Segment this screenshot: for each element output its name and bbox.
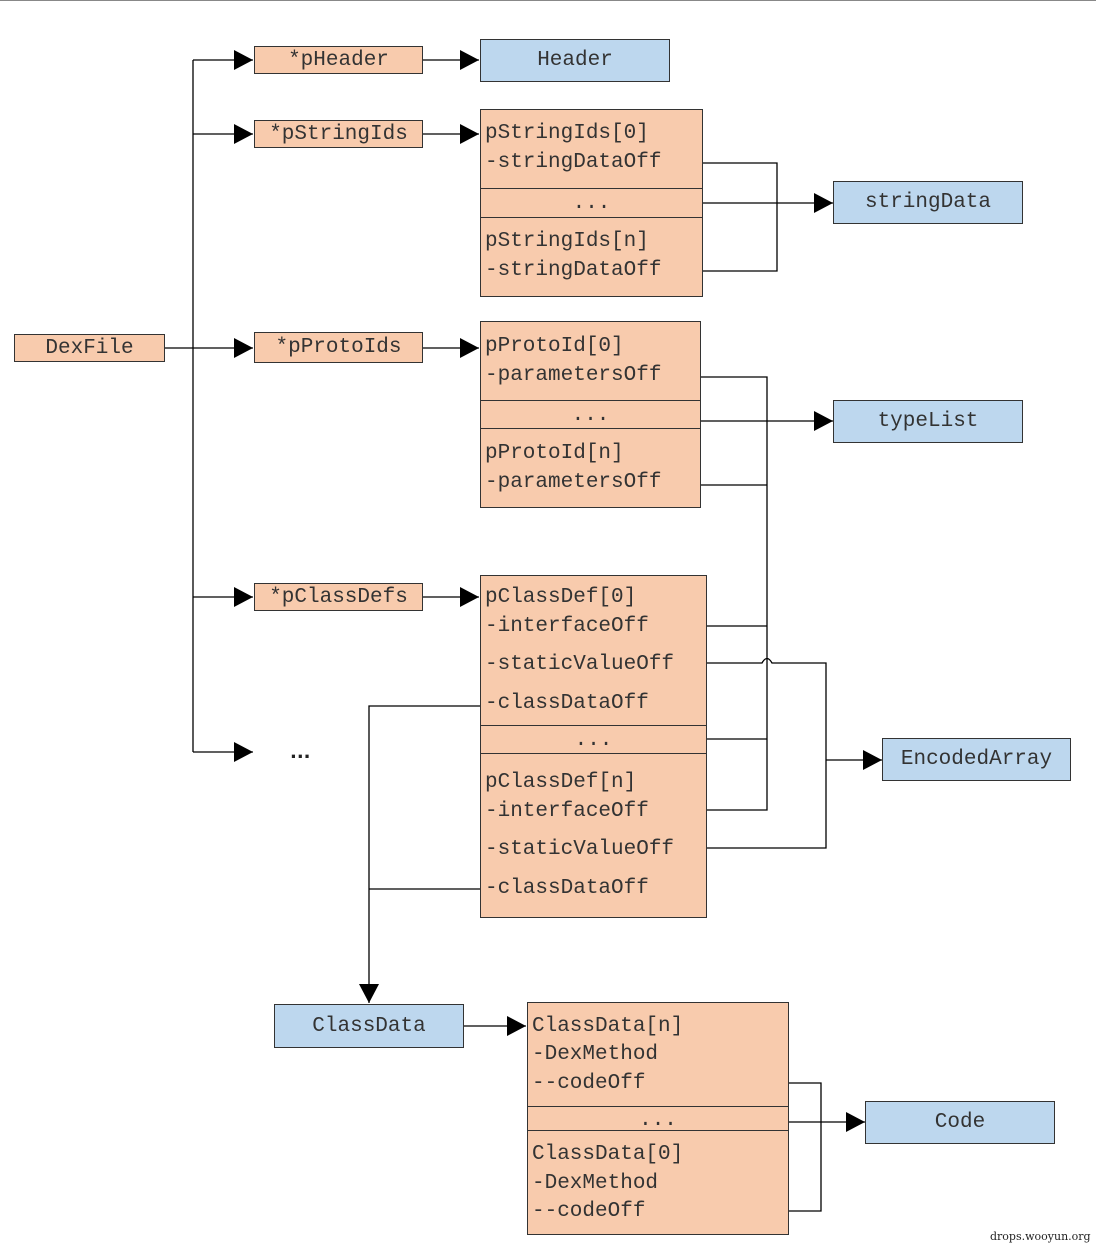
class-def-last-interface: -interfaceOff: [485, 800, 649, 823]
class-def-last: pClassDef[n]: [485, 771, 637, 794]
divider: [528, 1106, 788, 1107]
source-credit: drops.wooyun.org: [990, 1230, 1091, 1243]
pclassdefs-box: *pClassDefs: [254, 583, 423, 611]
classdata-item-first-code: --codeOff: [532, 1072, 646, 1095]
classdata-box: ClassData: [274, 1004, 464, 1048]
classdata-item-first-method: -DexMethod: [532, 1043, 659, 1066]
classdata-item-last: ClassData[0]: [532, 1143, 684, 1166]
divider: [528, 1130, 788, 1131]
class-def-first-classdata: -classDataOff: [485, 692, 649, 715]
divider: [481, 188, 702, 189]
pstringids-box: *pStringIds: [254, 120, 423, 148]
proto-id-last-field: -parametersOff: [485, 471, 662, 494]
classdata-item-first: ClassData[n]: [532, 1015, 684, 1038]
classdata-items-ellipsis: ...: [639, 1109, 677, 1132]
class-def-first-static: -staticValueOff: [485, 653, 675, 676]
encodedarray-bracket: [703, 657, 827, 849]
divider: [481, 400, 700, 401]
proto-id-first-field: -parametersOff: [485, 364, 662, 387]
divider: [481, 217, 702, 218]
string-id-last-field: -stringDataOff: [485, 259, 662, 282]
top-border: [0, 0, 1096, 1]
proto-id-last: pProtoId[n]: [485, 442, 624, 465]
divider: [481, 753, 706, 754]
stringdata-box: stringData: [833, 181, 1023, 224]
proto-id-first: pProtoId[0]: [485, 335, 624, 358]
proto-ids-ellipsis: ...: [571, 404, 610, 427]
class-def-last-static: -staticValueOff: [485, 838, 675, 861]
classdata-item-last-method: -DexMethod: [532, 1172, 659, 1195]
string-ids-array: pStringIds[0] -stringDataOff ... pString…: [480, 109, 703, 297]
string-ids-ellipsis: ...: [572, 192, 611, 215]
code-box: Code: [865, 1101, 1055, 1144]
encodedarray-box: EncodedArray: [882, 738, 1071, 781]
header-box: Header: [480, 39, 670, 82]
divider: [481, 428, 700, 429]
class-def-first: pClassDef[0]: [485, 586, 637, 609]
typelist-bus: [672, 376, 768, 811]
class-def-last-classdata: -classDataOff: [485, 877, 649, 900]
divider: [481, 725, 706, 726]
classdata-bus: [359, 705, 481, 1003]
class-def-first-interface: -interfaceOff: [485, 615, 649, 638]
stringdata-bracket: [688, 162, 778, 272]
classdata-items-array: ClassData[n] -DexMethod --codeOff ... Cl…: [527, 1002, 789, 1235]
class-defs-array: pClassDef[0] -interfaceOff -staticValueO…: [480, 575, 707, 918]
pprotoids-box: *pProtoIds: [254, 332, 423, 363]
classdata-item-last-code: --codeOff: [532, 1200, 646, 1223]
string-id-last: pStringIds[n]: [485, 230, 649, 253]
proto-ids-array: pProtoId[0] -parametersOff ... pProtoId[…: [480, 321, 701, 508]
dexfile-box: DexFile: [14, 334, 165, 362]
string-id-first-field: -stringDataOff: [485, 151, 662, 174]
class-defs-ellipsis: ...: [574, 729, 613, 752]
more-pointers-ellipsis: ...: [290, 742, 311, 763]
string-id-first: pStringIds[0]: [485, 122, 649, 145]
pheader-box: *pHeader: [254, 46, 423, 74]
typelist-box: typeList: [833, 400, 1023, 443]
